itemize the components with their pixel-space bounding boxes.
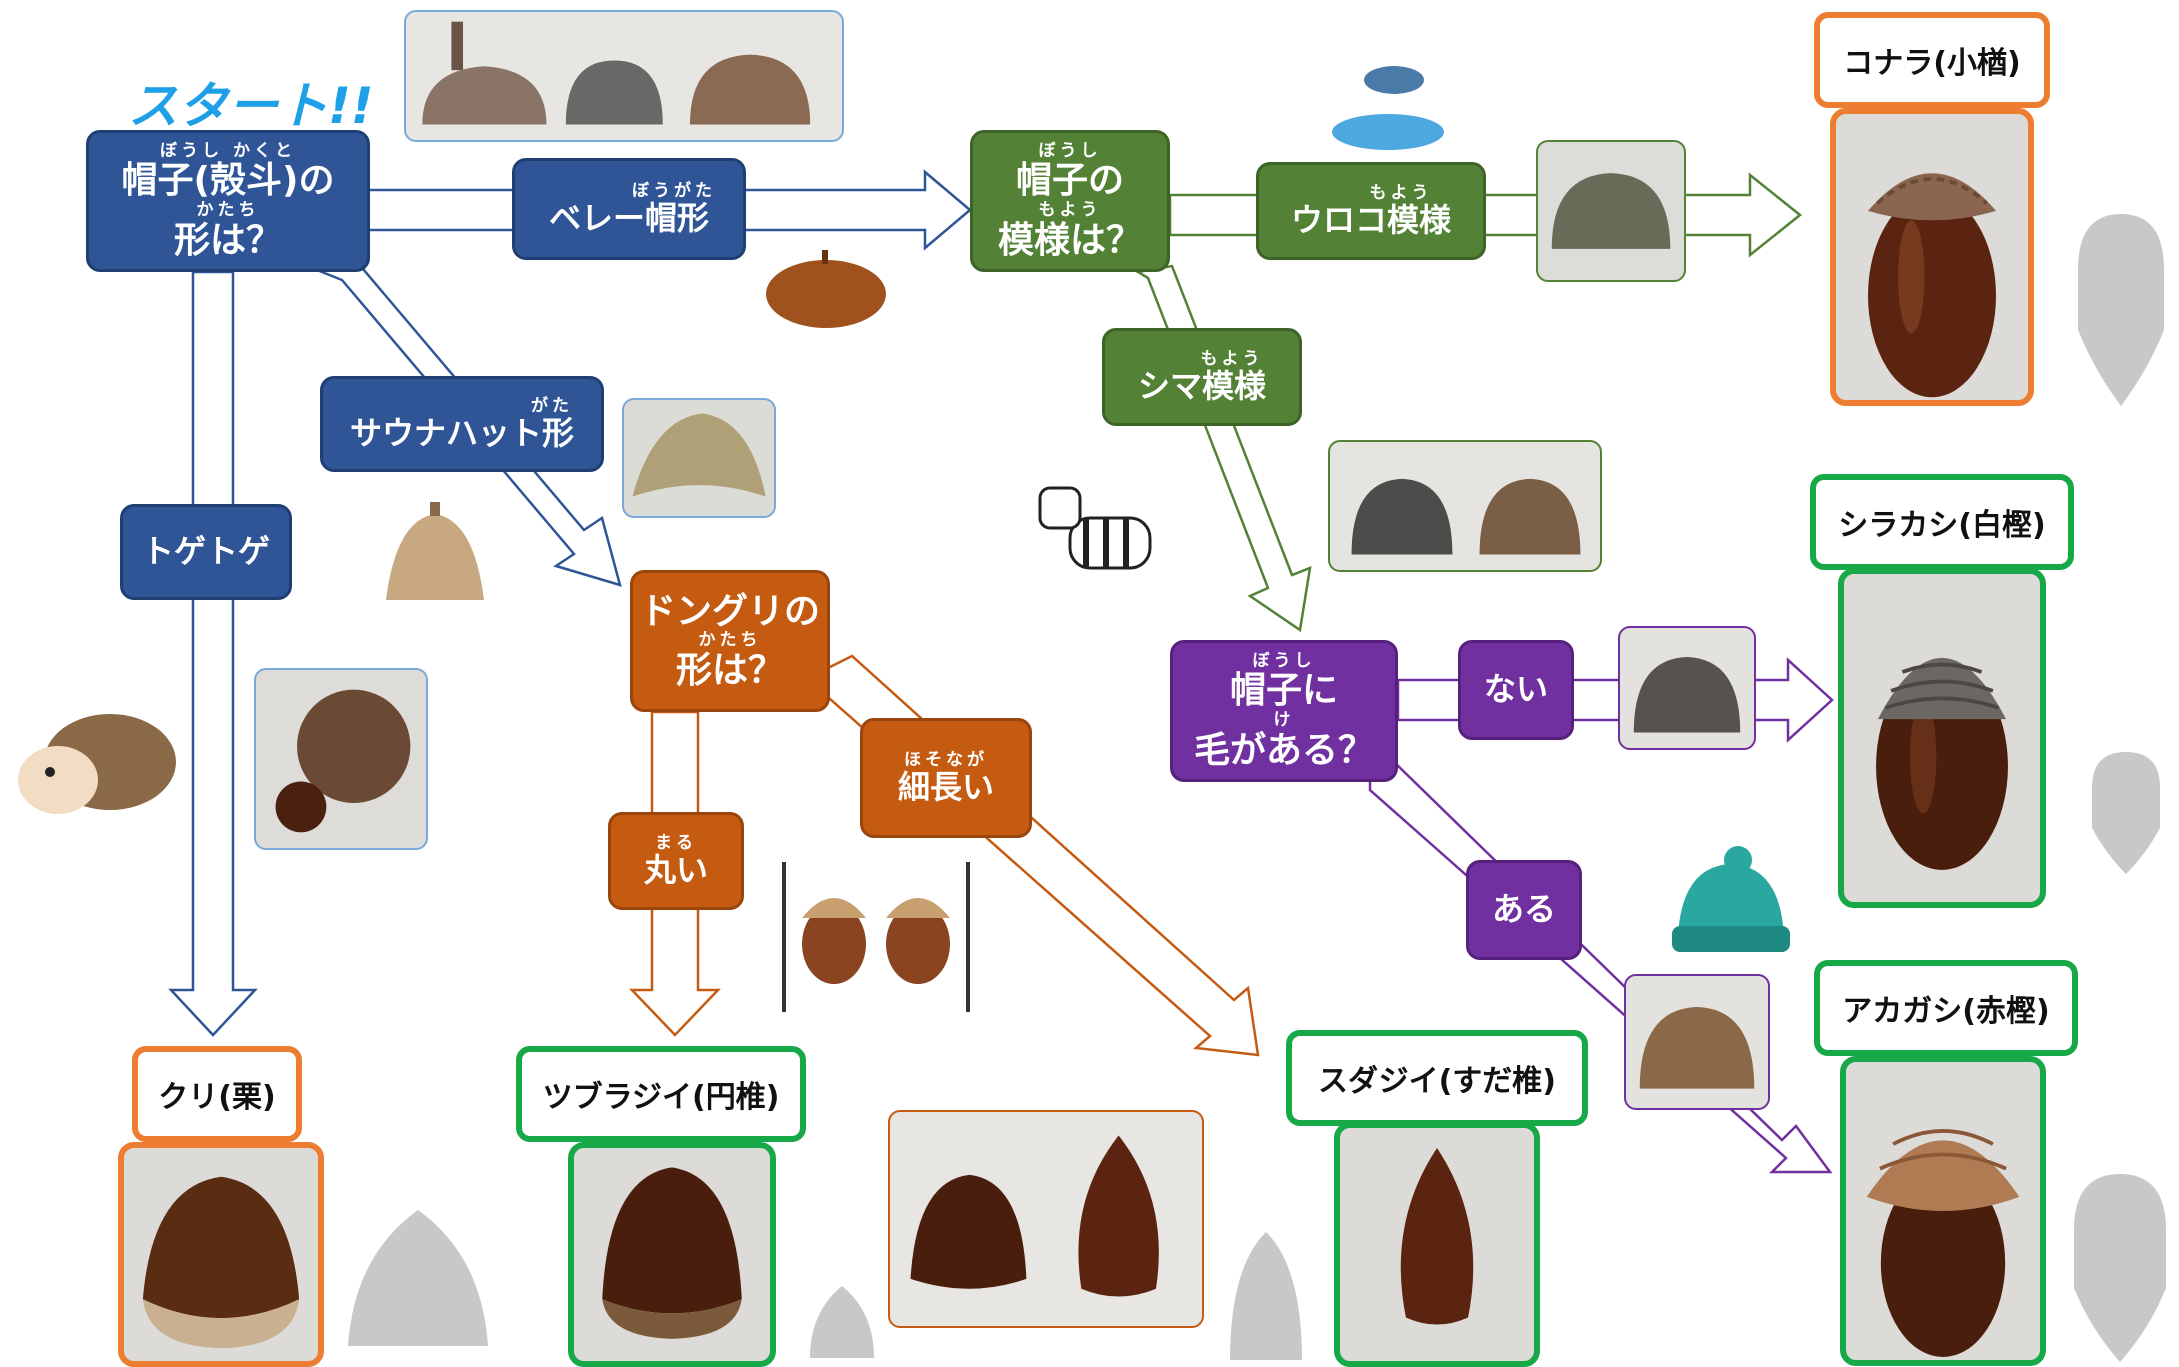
edge-sauna-label: サウナハット形	[349, 414, 574, 453]
burr-icon	[275, 689, 411, 833]
shirakashi-acorn-icon	[1876, 657, 2008, 870]
edge-slender: ほそなが 細長い	[860, 718, 1032, 838]
sauna-cap-icon	[632, 413, 766, 497]
thumb-scale-cap	[1536, 140, 1686, 282]
edge-beret-label: ベレー帽形	[548, 199, 709, 238]
edge-slender-label: 細長い	[897, 768, 994, 807]
photo-akagashi	[1840, 1056, 2046, 1366]
photo-kuri	[118, 1142, 324, 1367]
ruby-round: まる	[655, 832, 697, 853]
ruby-sauna: がた	[531, 395, 573, 416]
node-cap-hair-line1: 帽子に	[1229, 670, 1338, 712]
ruby-cap-shape: ぼうし かくと	[160, 140, 296, 161]
start-label: スタート!!	[128, 77, 374, 135]
result-akagashi: アカガシ(赤樫)	[1814, 960, 2078, 1056]
thumb-nut-comparison	[888, 1110, 1204, 1328]
sudajii-silhouette-icon	[1230, 1232, 1302, 1360]
arrow-spiky	[168, 270, 258, 1037]
edge-sauna: がた サウナハット形	[320, 376, 604, 472]
tsuburajii-silhouette-icon	[810, 1286, 874, 1358]
konara-silhouette-icon	[2078, 214, 2164, 406]
edge-yes-label: ある	[1491, 890, 1556, 929]
akagashi-silhouette-icon	[2074, 1174, 2166, 1362]
result-shirakashi: シラカシ(白樫)	[1810, 474, 2074, 570]
ruby-nut-shape: かたち	[698, 630, 762, 651]
beret-icon	[766, 250, 886, 328]
tsuburajii-nut-icon	[602, 1167, 742, 1339]
edge-spiky: トゲトゲ	[120, 504, 292, 600]
sauna-hat-icon	[386, 502, 484, 600]
node-cap-pattern-line1: 帽子の	[1015, 160, 1124, 202]
node-nut-shape-line2: 形は？	[675, 649, 784, 691]
ruby-cap-pattern-2: もよう	[1038, 200, 1102, 220]
knit-hat-icon	[1672, 846, 1790, 952]
edge-stripe: もよう シマ模様	[1102, 328, 1302, 426]
ruby-cap-hair: ぼうし	[1252, 650, 1316, 671]
edge-no-label: ない	[1483, 670, 1548, 709]
cap-group-icon	[422, 21, 811, 125]
fish-splash-icon	[1332, 66, 1444, 150]
edge-round: まる 丸い	[608, 812, 744, 910]
akagashi-acorn-icon	[1866, 1129, 2020, 1357]
ruby-cap-shape-2: かたち	[196, 200, 260, 220]
ruby-beret: ぼうがた	[632, 180, 716, 201]
konara-acorn-icon	[1868, 173, 1996, 398]
acorn-characters-icon	[782, 862, 970, 1012]
edge-stripe-label: シマ模様	[1137, 367, 1266, 406]
node-cap-hair-line2: 毛がある？	[1193, 729, 1374, 771]
node-cap-shape-line1: 帽子(殻斗)の	[121, 160, 335, 202]
result-tsuburajii: ツブラジイ(円椎)	[516, 1046, 806, 1142]
node-cap-pattern-line2: 模様は？	[997, 219, 1142, 261]
edge-spiky-label: トゲトゲ	[141, 532, 270, 571]
ruby-cap-pattern: ぼうし	[1038, 140, 1102, 161]
ruby-slender: ほそなが	[904, 749, 988, 770]
photo-konara	[1830, 108, 2034, 406]
node-cap-pattern: ぼうし 帽子の もよう 模様は？	[970, 130, 1170, 272]
thumb-stripe-caps	[1328, 440, 1602, 572]
photo-sudajii	[1334, 1122, 1540, 1367]
hairless-cap-icon	[1633, 657, 1741, 733]
scale-cap-icon	[1551, 173, 1671, 249]
shirakashi-silhouette-icon	[2092, 752, 2160, 874]
result-sudajii: スダジイ(すだ椎)	[1286, 1030, 1588, 1126]
node-nut-shape-line1: ドングリの	[639, 590, 820, 632]
kuri-silhouette-icon	[348, 1210, 488, 1346]
node-cap-hair: ぼうし 帽子に け 毛がある？	[1170, 640, 1398, 782]
thumb-chestnut-burr	[254, 668, 428, 850]
stripe-cap-icon	[1351, 478, 1581, 555]
ruby-cap-hair-2: け	[1273, 710, 1295, 730]
node-cap-shape: ぼうし かくと 帽子(殻斗)の かたち 形は？	[86, 130, 370, 272]
result-kuri: クリ(栗)	[132, 1046, 302, 1142]
thumb-sauna-cap	[622, 398, 776, 518]
zebra-icon	[1038, 486, 1152, 570]
edge-no: ない	[1458, 640, 1574, 740]
ruby-scale: もよう	[1369, 182, 1433, 203]
ruby-stripe: もよう	[1200, 348, 1264, 369]
hairy-cap-icon	[1639, 1007, 1755, 1089]
sudajii-nut-icon	[1400, 1147, 1474, 1325]
node-nut-shape: ドングリの かたち 形は？	[630, 570, 830, 712]
edge-round-label: 丸い	[643, 851, 708, 890]
photo-tsuburajii	[568, 1142, 776, 1367]
edge-beret: ぼうがた ベレー帽形	[512, 158, 746, 260]
photo-shirakashi	[1838, 568, 2046, 908]
thumb-no-hair-cap	[1618, 626, 1756, 750]
thumb-hairy-cap	[1624, 974, 1770, 1110]
result-konara: コナラ(小楢)	[1814, 12, 2050, 108]
chestnut-icon	[142, 1176, 300, 1349]
thumb-beret-caps	[404, 10, 844, 142]
edge-scale-label: ウロコ模様	[1290, 201, 1451, 240]
edge-yes: ある	[1466, 860, 1582, 960]
hedgehog-icon	[18, 714, 176, 814]
node-cap-shape-line2: 形は？	[173, 219, 282, 261]
nut-comparison-icon	[910, 1135, 1159, 1297]
edge-scale: もよう ウロコ模様	[1256, 162, 1486, 260]
